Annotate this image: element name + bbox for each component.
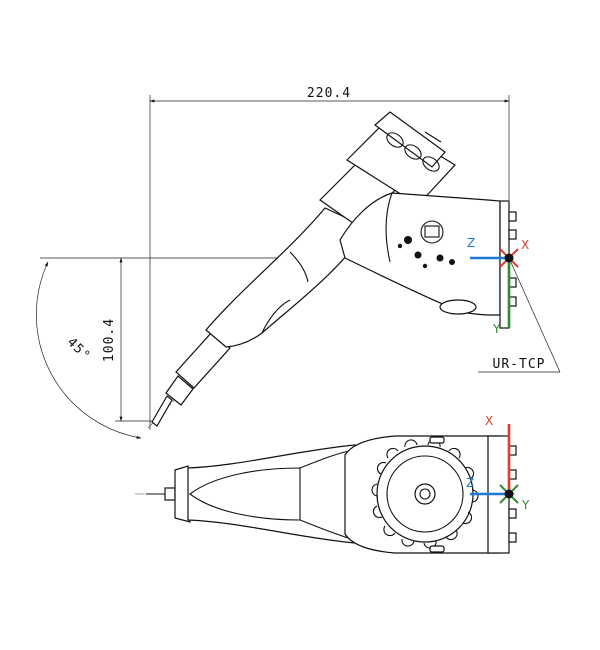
tcp-label: UR-TCP: [493, 357, 546, 372]
tool-shaft: [205, 207, 369, 348]
dimension-height-label: 100.4: [102, 318, 117, 362]
dimension-width-label: 220.4: [307, 86, 351, 101]
tcp-callout: UR-TCP: [478, 257, 561, 373]
dimension-angle-label: 45°: [64, 335, 93, 364]
tool-tip-side: [164, 487, 176, 501]
x-label-top: X: [521, 238, 529, 252]
z-label-top: Z: [467, 236, 475, 250]
tool-side-view: [135, 435, 517, 554]
tool-nose: [175, 331, 231, 389]
tcp-point-bottom: [504, 489, 514, 499]
tcp-axes-bottom: X Z Y: [466, 414, 530, 512]
z-label-bottom: Z: [466, 476, 474, 490]
tool-tip: [151, 395, 173, 427]
tool-angled-view: [147, 111, 517, 429]
y-label-bottom: Y: [521, 498, 530, 512]
knurled-knob: [371, 439, 479, 549]
tool-collet: [165, 375, 194, 406]
tool-shaft-side: [187, 444, 356, 544]
y-label-top: Y: [492, 322, 501, 336]
x-label-bottom: X: [485, 414, 493, 428]
tool-top-plate: [346, 121, 456, 206]
tool-top-knob: [374, 111, 446, 168]
tool-vent: [439, 299, 477, 315]
dimension-angle: 45°: [36, 261, 142, 439]
logo-icon: [397, 220, 455, 269]
dimension-width: 220.4: [149, 86, 510, 430]
